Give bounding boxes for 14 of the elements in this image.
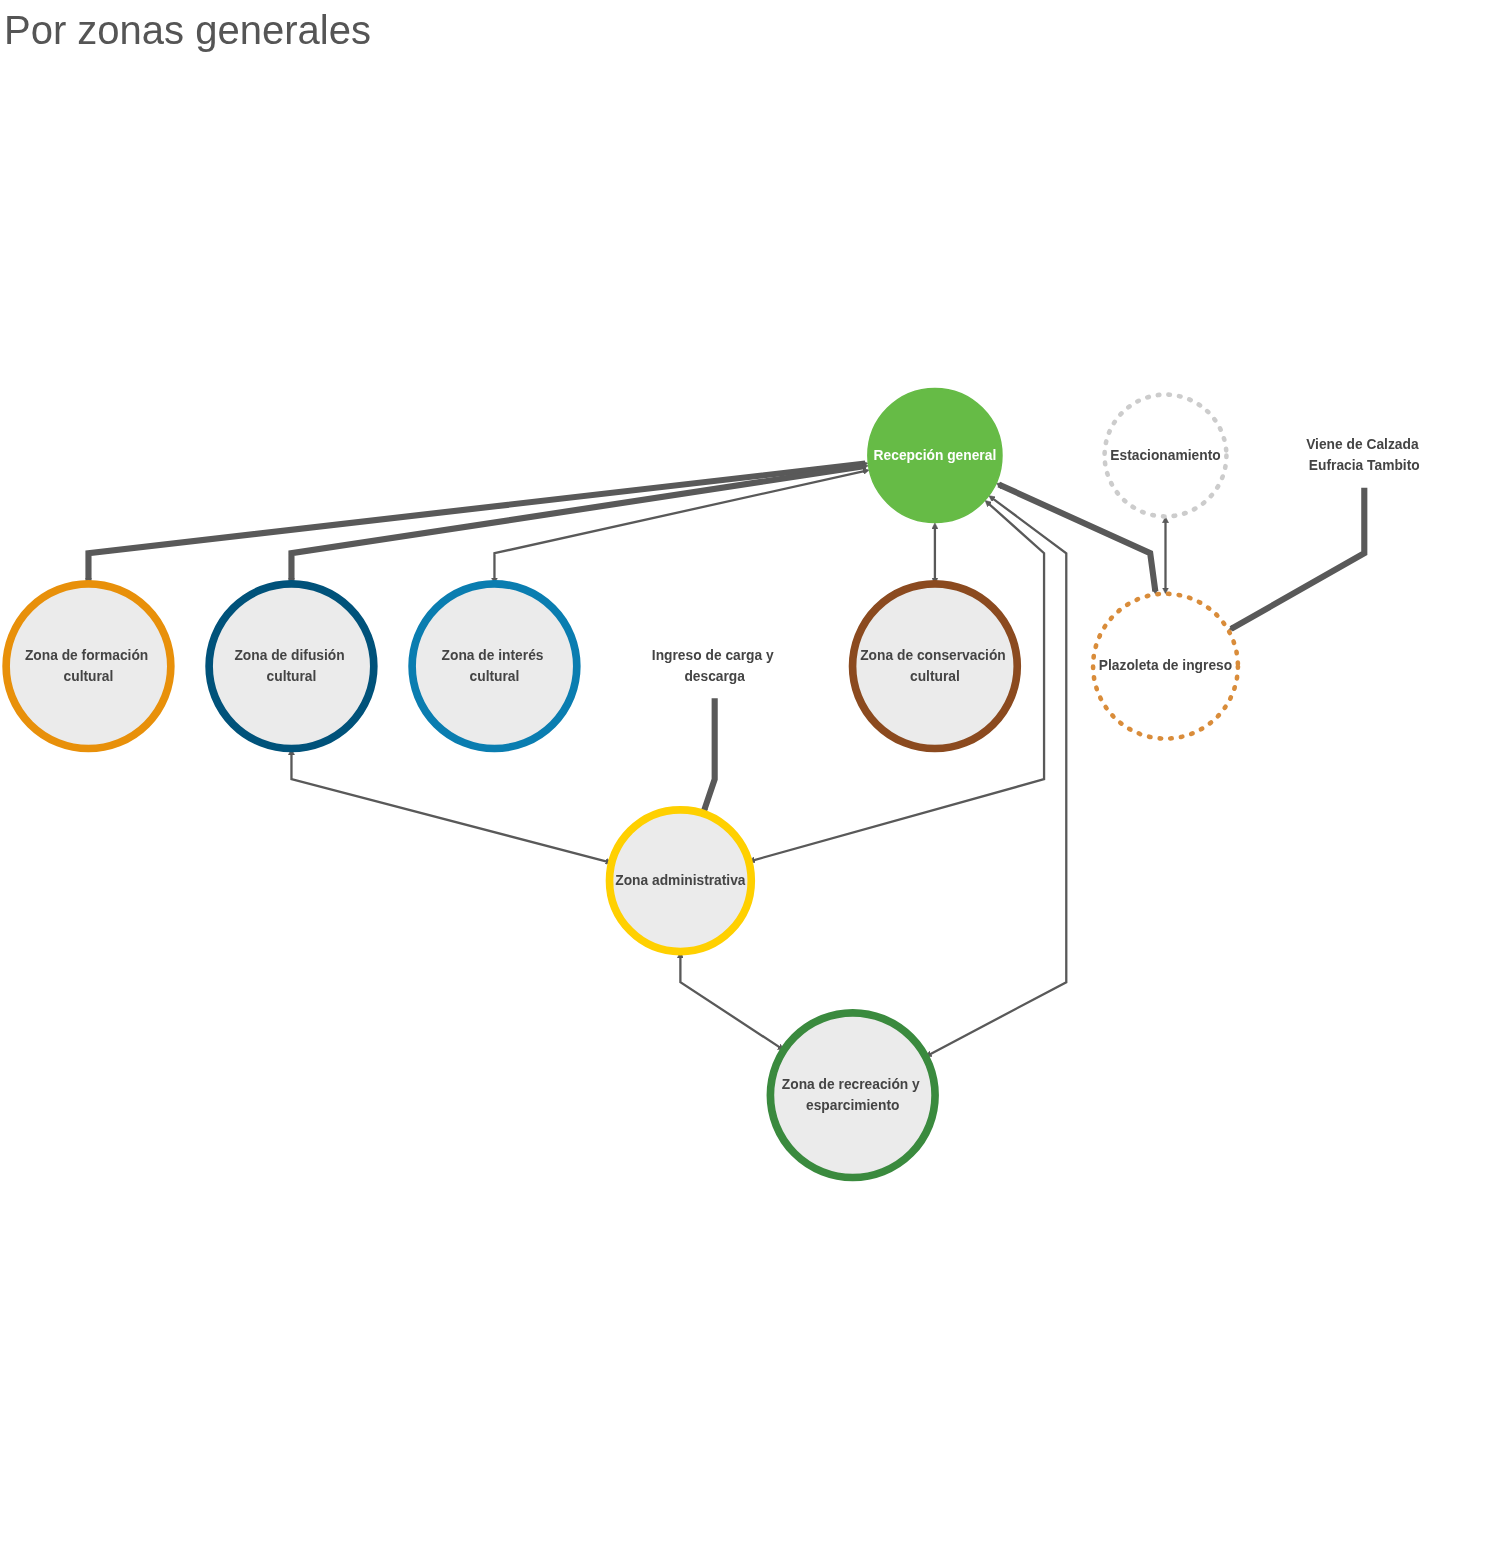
node-circle: Zona de conservación cultural xyxy=(848,580,1022,753)
diagram-title: Por zonas generales xyxy=(4,8,372,53)
node-text: Viene de Calzada Eufracia Tambito xyxy=(1306,437,1420,474)
node-circle: Recepción general xyxy=(867,387,1003,524)
arrow xyxy=(995,481,1159,595)
node-text: Ingreso de carga y descarga xyxy=(651,647,774,684)
node-circle: Zona de recreación y esparcimiento xyxy=(766,1009,939,1182)
node-circle: Zona de formación cultural xyxy=(2,580,175,753)
node-circle: Estacionamiento xyxy=(1102,392,1229,519)
node-circle: Plazoleta de ingreso xyxy=(1090,591,1241,741)
node-circle: Zona de difusión cultural xyxy=(205,580,378,753)
node-circle: Zona de interés cultural xyxy=(408,580,581,753)
arrow xyxy=(1228,487,1368,632)
node-circle: Zona administrativa xyxy=(605,806,756,956)
